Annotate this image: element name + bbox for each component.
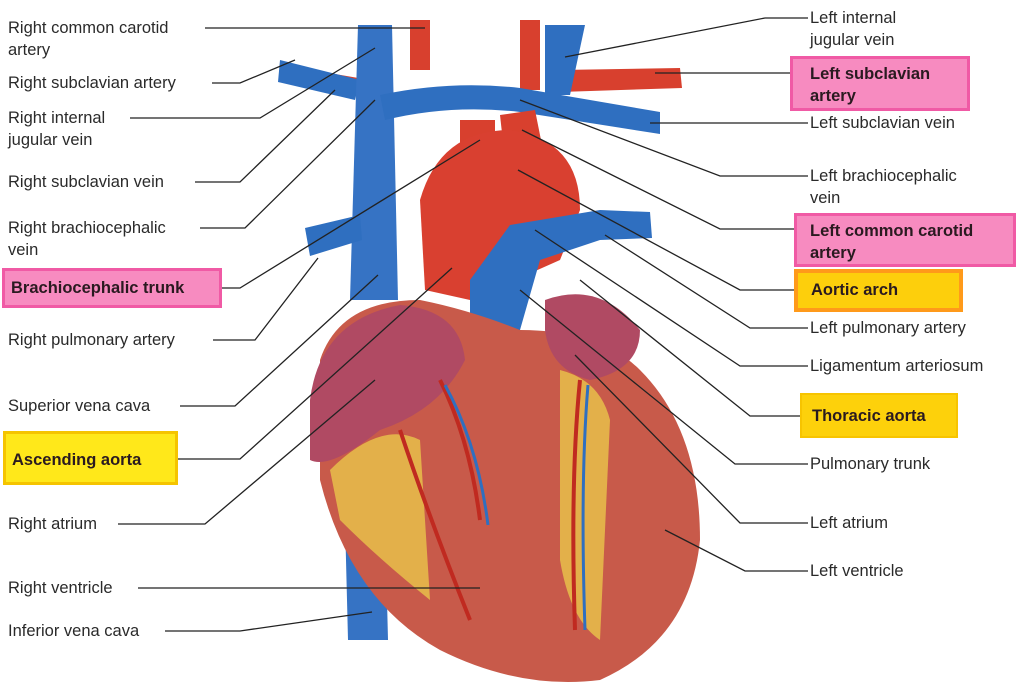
label-aortic-arch: Aortic arch bbox=[794, 269, 963, 312]
label-inferior-vena-cava: Inferior vena cava bbox=[8, 622, 140, 640]
label-left-brachiocephalic-vein: Left brachiocephalic vein bbox=[810, 167, 957, 207]
heart-body bbox=[310, 294, 700, 682]
label-left-ventricle: Left ventricle bbox=[810, 562, 904, 580]
label-left-common-carotid-artery: Left common carotid artery bbox=[794, 213, 1016, 267]
label-superior-vena-cava: Superior vena cava bbox=[8, 397, 151, 415]
label-right-common-carotid-artery: Right common carotid artery bbox=[8, 19, 169, 59]
label-thoracic-aorta: Thoracic aorta bbox=[800, 393, 958, 438]
label-right-ventricle: Right ventricle bbox=[8, 579, 113, 597]
label-right-atrium: Right atrium bbox=[8, 515, 97, 533]
label-right-brachiocephalic-vein: Right brachiocephalic vein bbox=[8, 219, 166, 259]
label-brachiocephalic-trunk: Brachiocephalic trunk bbox=[2, 268, 222, 308]
label-ligamentum-arteriosum: Ligamentum arteriosum bbox=[810, 357, 984, 375]
leader-lines bbox=[118, 17, 808, 632]
label-left-internal-jugular-vein: Left internal jugular vein bbox=[810, 9, 897, 49]
label-right-subclavian-vein: Right subclavian vein bbox=[8, 173, 164, 191]
arteries bbox=[420, 110, 652, 330]
label-right-internal-jugular-vein: Right internal jugular vein bbox=[8, 109, 106, 149]
label-left-subclavian-vein: Left subclavian vein bbox=[810, 114, 955, 132]
label-left-atrium: Left atrium bbox=[810, 514, 888, 532]
label-right-subclavian-artery: Right subclavian artery bbox=[8, 74, 176, 92]
label-left-pulmonary-artery: Left pulmonary artery bbox=[810, 319, 966, 337]
label-ascending-aorta: Ascending aorta bbox=[3, 431, 178, 485]
label-left-subclavian-artery: Left subclavian artery bbox=[790, 56, 970, 111]
label-pulmonary-trunk: Pulmonary trunk bbox=[810, 455, 931, 473]
label-right-pulmonary-artery: Right pulmonary artery bbox=[8, 331, 175, 349]
